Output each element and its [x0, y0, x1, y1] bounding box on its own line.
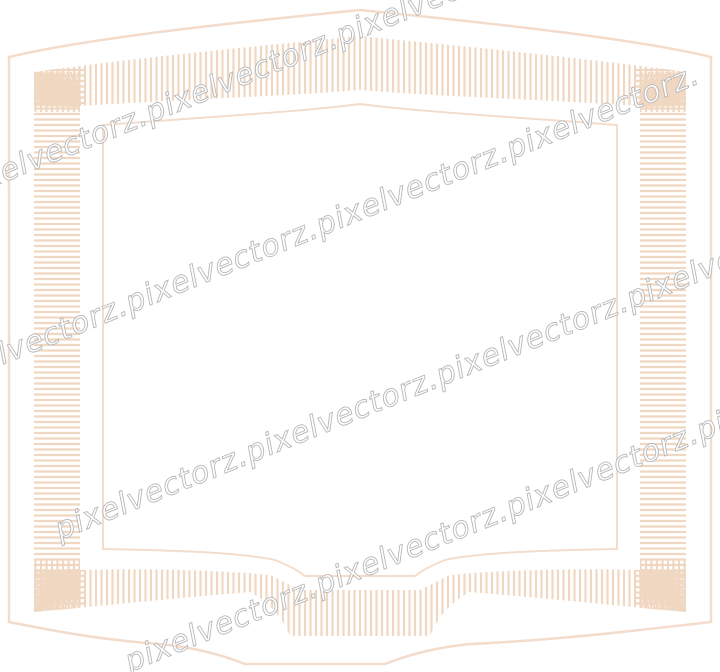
hatch-line: [638, 569, 643, 613]
hatch-line: [34, 569, 81, 613]
hatch-line: [639, 71, 686, 107]
outer-frame-outline: [7, 8, 713, 666]
hatch-line: [639, 568, 686, 573]
hatch-line: [639, 103, 686, 108]
hatch-line: [639, 569, 686, 613]
hatch-line: [77, 71, 82, 107]
hatch-line: [34, 71, 81, 107]
hatch-line: [638, 71, 643, 107]
watermark-text-2: pixelvectorz.pixelvectorz.pixelvectorz.p…: [0, 57, 705, 398]
hatch-line: [34, 568, 81, 573]
hatch-line: [34, 103, 81, 108]
watermark-text-3: pixelvectorz.pixelvectorz.pixelvectorz.p…: [49, 207, 720, 548]
hatch-line: [77, 569, 82, 613]
inner-frame-outline: [102, 102, 618, 577]
